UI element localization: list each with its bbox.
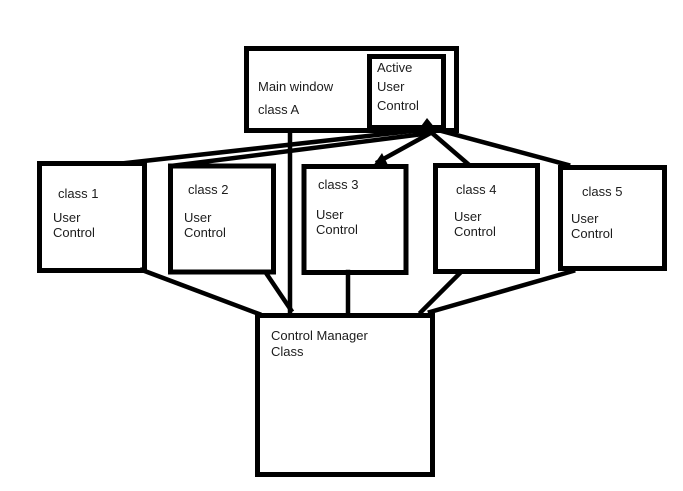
class-4-subtitle: User Control xyxy=(454,209,496,239)
class-3-box xyxy=(301,164,409,275)
class-2-title: class 2 xyxy=(188,182,229,197)
class-5-subtitle: User Control xyxy=(571,211,613,241)
control-manager-label: Control Manager Class xyxy=(271,328,368,359)
class-3-title: class 3 xyxy=(318,177,359,192)
class-1-box xyxy=(37,161,147,273)
edge-class4-to-manager xyxy=(417,269,464,316)
edge-active-to-class5 xyxy=(435,127,571,168)
active-user-control-label: Active User Control xyxy=(377,60,419,113)
class-3-subtitle: User Control xyxy=(316,207,358,237)
edge-class1-to-manager xyxy=(139,267,262,317)
class-4-box xyxy=(433,163,540,274)
edge-class2-to-manager xyxy=(262,269,295,314)
arrowhead-into-active-user-control xyxy=(416,118,439,133)
class-2-box xyxy=(168,163,276,275)
edge-active-to-class3 xyxy=(374,126,440,166)
edge-class5-to-manager xyxy=(427,268,576,315)
arrowhead-onto-class3 xyxy=(373,153,388,166)
class-2-subtitle: User Control xyxy=(184,210,226,240)
class-4-title: class 4 xyxy=(456,182,497,197)
edge-active-to-class4 xyxy=(428,129,472,168)
main-window-label: Main window xyxy=(258,79,334,94)
class-1-subtitle: User Control xyxy=(53,210,95,240)
active-user-control-box xyxy=(367,54,446,130)
class-5-box xyxy=(558,165,667,271)
edge-active-to-class1 xyxy=(123,126,433,166)
class-5-title: class 5 xyxy=(582,184,623,199)
edge-active-to-class2 xyxy=(168,130,434,169)
class-1-title: class 1 xyxy=(58,186,99,201)
main-window-class-a: class A xyxy=(258,102,300,117)
control-manager-box xyxy=(255,313,435,477)
